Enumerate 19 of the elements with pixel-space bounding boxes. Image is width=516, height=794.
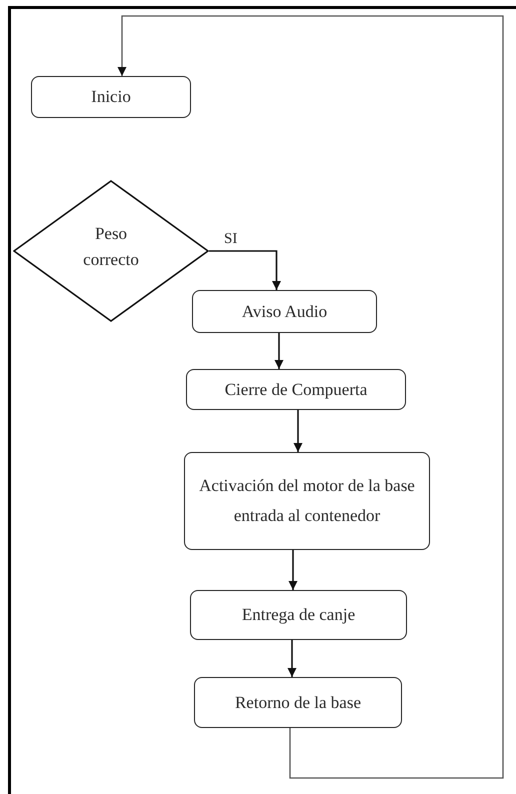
arrow xyxy=(209,250,281,290)
step-text: Cierre de Compuerta xyxy=(224,378,368,401)
process-box xyxy=(186,369,406,410)
process-box xyxy=(194,677,402,728)
decision-text: Peso correcto xyxy=(82,223,140,271)
step-text: Aviso Audio xyxy=(242,300,328,322)
process-box xyxy=(192,290,377,333)
step-text: Activación del motor de la base entrada al contenedor xyxy=(198,475,416,527)
step-text: Inicio xyxy=(91,86,131,108)
arrow xyxy=(118,15,504,779)
arrow xyxy=(288,550,298,590)
step-text: Retorno de la base xyxy=(234,692,362,714)
process-box xyxy=(190,590,407,640)
arrow xyxy=(288,640,296,677)
start-box xyxy=(31,76,191,118)
arrow xyxy=(274,333,284,369)
arrow xyxy=(294,410,302,452)
step-text: Entrega de canje xyxy=(242,604,356,626)
process-box xyxy=(184,452,430,550)
